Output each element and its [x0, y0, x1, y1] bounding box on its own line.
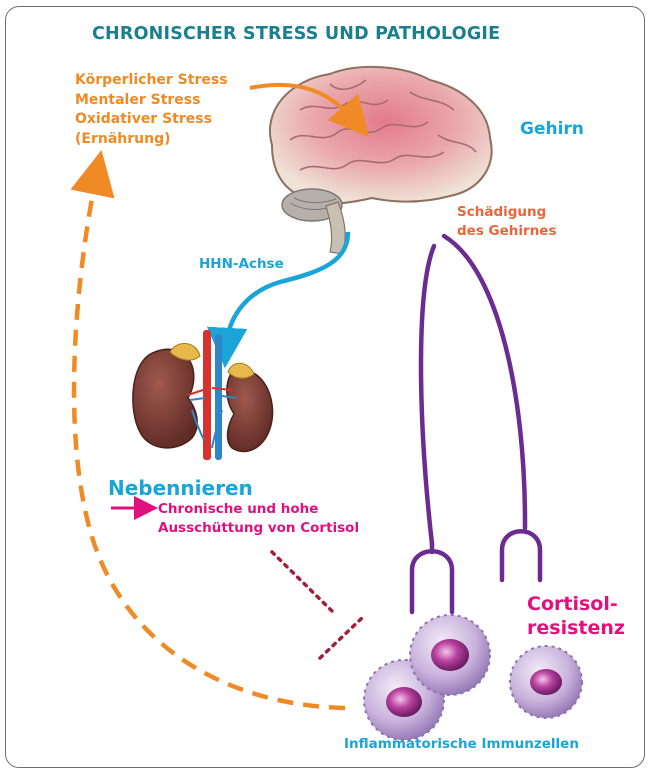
adrenals-label: Nebennieren [108, 476, 253, 500]
stressor-oxidative: Oxidativer Stress [75, 110, 228, 130]
adrenal-kidney-icon [133, 330, 273, 460]
stressor-nutrition: (Ernährung) [75, 130, 228, 150]
cortisol-release-label: Chronische und hohe Ausschüttung von Cor… [158, 500, 359, 537]
resistance-line-1: Cortisol- [527, 592, 625, 616]
hpa-axis-label: HHN-Achse [199, 256, 284, 272]
brain-label: Gehirn [520, 119, 584, 139]
inhibition-line [272, 552, 362, 658]
brain-damage-line-2: des Gehirnes [457, 222, 557, 241]
brain-damage-line-1: Schädigung [457, 203, 557, 222]
stressor-physical: Körperlicher Stress [75, 71, 228, 91]
stressor-list: Körperlicher Stress Mentaler Stress Oxid… [75, 71, 228, 149]
hpa-axis-arrow [226, 232, 348, 348]
cortisol-line-1: Chronische und hohe [158, 500, 359, 519]
cortisol-line-2: Ausschüttung von Cortisol [158, 519, 359, 538]
resistance-line-2: resistenz [527, 616, 625, 640]
brain-damage-label: Schädigung des Gehirnes [457, 203, 557, 241]
cortisol-resistance-label: Cortisol- resistenz [527, 592, 625, 640]
immune-cells-label: Inflammatorische Immunzellen [344, 736, 579, 752]
cortisol-resistance-pathway [412, 236, 540, 612]
diagram-title: CHRONISCHER STRESS UND PATHOLOGIE [92, 24, 500, 44]
stressor-mental: Mentaler Stress [75, 91, 228, 111]
